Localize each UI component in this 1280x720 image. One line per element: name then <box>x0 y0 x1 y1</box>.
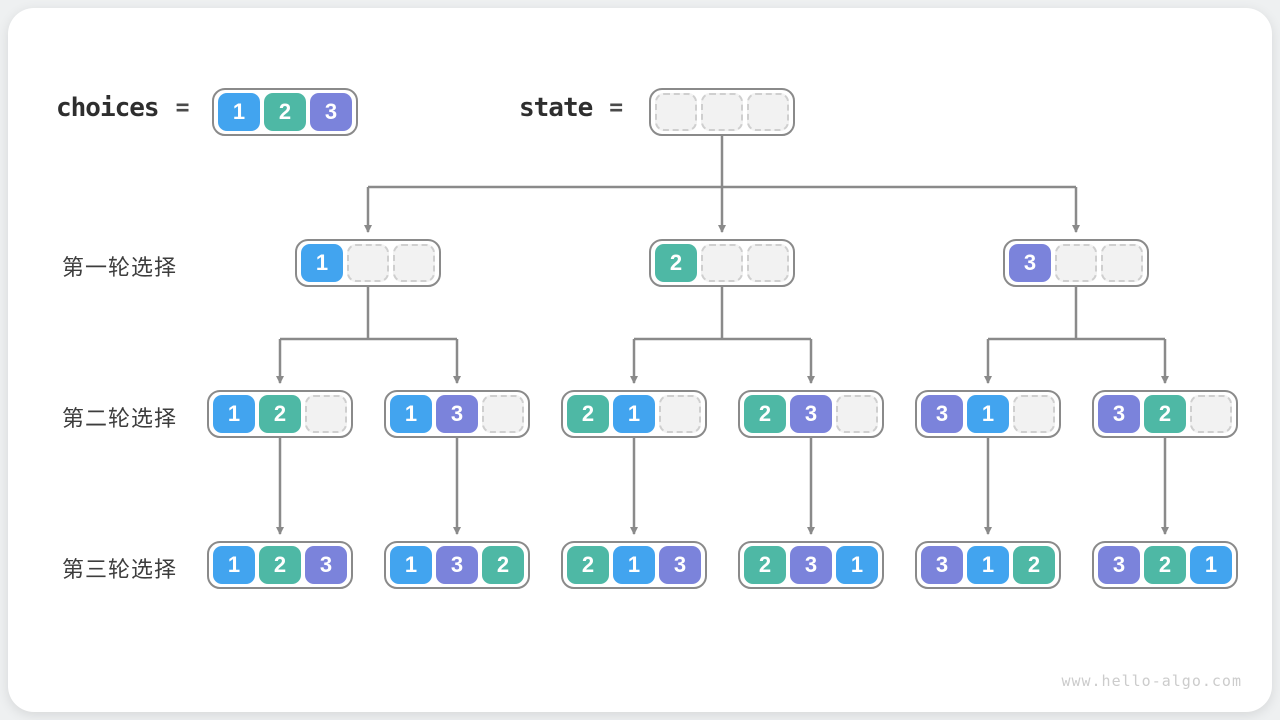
value-cell-3: 3 <box>310 93 352 131</box>
value-cell-1: 1 <box>390 395 432 433</box>
value-cell-3: 3 <box>1098 546 1140 584</box>
watermark: www.hello-algo.com <box>1061 672 1242 690</box>
value-cell-3: 3 <box>305 546 347 584</box>
empty-cell <box>1055 244 1097 282</box>
empty-cell <box>305 395 347 433</box>
value-cell-3: 3 <box>436 395 478 433</box>
value-cell-1: 1 <box>301 244 343 282</box>
empty-cell <box>701 93 743 131</box>
value-cell-2: 2 <box>1144 395 1186 433</box>
empty-cell <box>1101 244 1143 282</box>
empty-cell <box>659 395 701 433</box>
value-cell-2: 2 <box>259 546 301 584</box>
row-label-round-3: 第三轮选择 <box>62 557 178 582</box>
value-cell-1: 1 <box>613 395 655 433</box>
value-cell-3: 3 <box>790 546 832 584</box>
value-cell-1: 1 <box>218 93 260 131</box>
state-equals-sign: = <box>609 95 624 121</box>
value-cell-1: 1 <box>836 546 878 584</box>
value-cell-2: 2 <box>1013 546 1055 584</box>
value-cell-2: 2 <box>259 395 301 433</box>
value-cell-1: 1 <box>613 546 655 584</box>
empty-cell <box>482 395 524 433</box>
empty-cell <box>655 93 697 131</box>
choices-group: choices = <box>56 93 189 123</box>
value-cell-1: 1 <box>213 546 255 584</box>
empty-cell <box>393 244 435 282</box>
value-cell-3: 3 <box>436 546 478 584</box>
value-cell-1: 1 <box>1190 546 1232 584</box>
value-cell-2: 2 <box>744 395 786 433</box>
empty-cell <box>701 244 743 282</box>
value-cell-2: 2 <box>744 546 786 584</box>
value-cell-3: 3 <box>790 395 832 433</box>
choices-label: choices <box>56 93 160 123</box>
value-cell-3: 3 <box>921 395 963 433</box>
value-cell-2: 2 <box>264 93 306 131</box>
value-cell-2: 2 <box>567 395 609 433</box>
value-cell-1: 1 <box>390 546 432 584</box>
empty-cell <box>347 244 389 282</box>
value-cell-2: 2 <box>567 546 609 584</box>
value-cell-2: 2 <box>655 244 697 282</box>
state-box <box>649 88 795 136</box>
empty-cell <box>1013 395 1055 433</box>
value-cell-1: 1 <box>967 546 1009 584</box>
value-cell-3: 3 <box>659 546 701 584</box>
round-1-state-box-3: 3 <box>1003 239 1149 287</box>
value-cell-1: 1 <box>967 395 1009 433</box>
empty-cell <box>747 93 789 131</box>
value-cell-3: 3 <box>1098 395 1140 433</box>
empty-cell <box>747 244 789 282</box>
choices-equals-sign: = <box>175 95 190 121</box>
empty-cell <box>836 395 878 433</box>
value-cell-2: 2 <box>1144 546 1186 584</box>
figure-card <box>8 8 1272 712</box>
value-cell-3: 3 <box>1009 244 1051 282</box>
row-label-round-2: 第二轮选择 <box>62 406 178 431</box>
state-label: state <box>519 93 593 123</box>
row-label-round-1: 第一轮选择 <box>62 255 178 280</box>
value-cell-2: 2 <box>482 546 524 584</box>
round-1-state-box-1: 1 <box>295 239 441 287</box>
state-group: state = <box>519 93 623 123</box>
value-cell-3: 3 <box>921 546 963 584</box>
value-cell-1: 1 <box>213 395 255 433</box>
round-1-state-box-2: 2 <box>649 239 795 287</box>
empty-cell <box>1190 395 1232 433</box>
